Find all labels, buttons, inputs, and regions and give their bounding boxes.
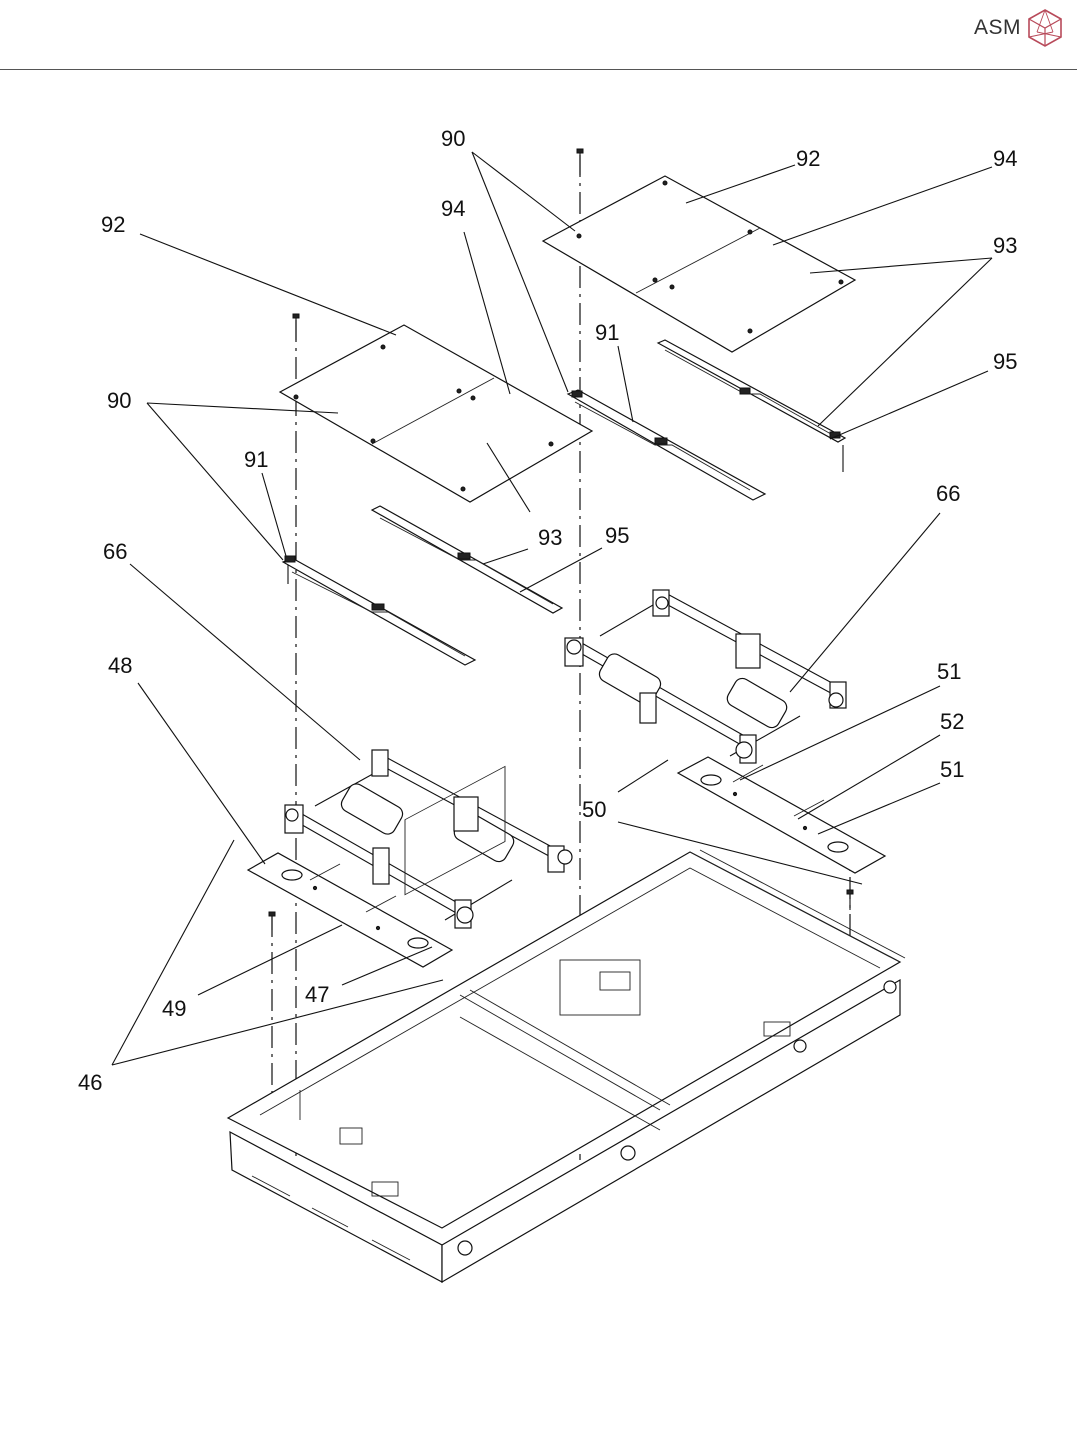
callout-51-bottom: 51 xyxy=(940,757,964,782)
callout-92-left: 92 xyxy=(101,212,125,237)
callout-94-top-right: 94 xyxy=(993,146,1017,171)
screw-plate-right xyxy=(847,890,853,910)
rail-upper-center-91 xyxy=(568,390,765,500)
bracket-plate-right-51-52 xyxy=(678,757,885,873)
rail-upper-right-95 xyxy=(658,340,845,442)
callout-91-left: 91 xyxy=(244,447,268,472)
callout-95-right: 95 xyxy=(993,349,1017,374)
callout-92-top: 92 xyxy=(796,146,820,171)
screw-top-center xyxy=(577,149,583,175)
callout-91-mid: 91 xyxy=(595,320,619,345)
screw-plate-left xyxy=(269,912,275,930)
drive-assembly-right xyxy=(565,590,846,763)
callout-93-right: 93 xyxy=(993,233,1017,258)
callout-48: 48 xyxy=(108,653,132,678)
callout-66-left: 66 xyxy=(103,539,127,564)
callout-51-top: 51 xyxy=(937,659,961,684)
callout-47: 47 xyxy=(305,982,329,1007)
rail-lower-left-91 xyxy=(283,556,475,665)
cover-plate-left xyxy=(280,325,592,502)
screw-top-left xyxy=(293,314,299,340)
callout-93-mid: 93 xyxy=(538,525,562,550)
cover-plate-right xyxy=(543,176,855,352)
callout-50: 50 xyxy=(582,797,606,822)
bracket-plate-left-47-49 xyxy=(248,853,452,967)
callout-49: 49 xyxy=(162,996,186,1021)
rail-middle-93-95 xyxy=(372,506,562,613)
callout-90-left: 90 xyxy=(107,388,131,413)
callout-52: 52 xyxy=(940,709,964,734)
callout-94-mid: 94 xyxy=(441,196,465,221)
callout-95-mid: 95 xyxy=(605,523,629,548)
callout-46: 46 xyxy=(78,1070,102,1095)
callout-66-right: 66 xyxy=(936,481,960,506)
callout-90-top: 90 xyxy=(441,126,465,151)
